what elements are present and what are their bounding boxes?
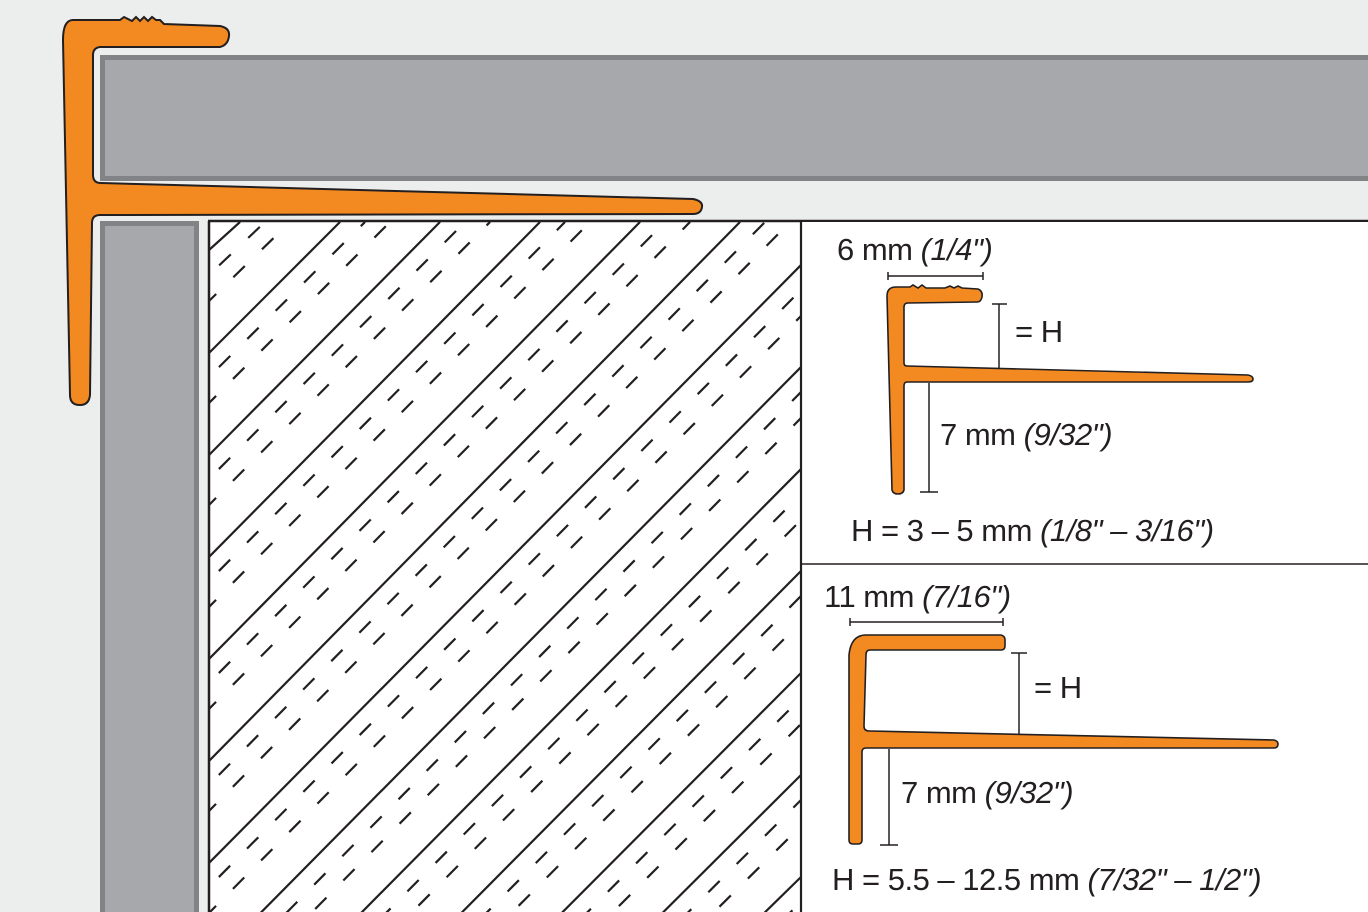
small-width-label: 6 mm (1/4") — [837, 232, 993, 267]
large-range-imperial: (7/32" – 1/2") — [1087, 862, 1262, 897]
vertical-tile — [100, 221, 199, 912]
large-width-label: 11 mm (7/16") — [824, 581, 1011, 612]
small-leg-imperial: (9/32") — [1023, 417, 1113, 452]
large-leg-imperial: (9/32") — [984, 775, 1074, 810]
profile-small-drawing — [886, 272, 1254, 495]
large-width-imperial: (7/16") — [922, 579, 1011, 614]
large-height-marker: = H — [1034, 670, 1082, 705]
horizontal-tile — [100, 55, 1368, 181]
hatched-substrate — [207, 219, 1368, 912]
large-range-label: H = 5.5 – 12.5 mm (7/32" – 1/2") — [832, 862, 1262, 897]
small-width-imperial: (1/4") — [920, 232, 993, 267]
large-leg-label: 7 mm (9/32") — [901, 775, 1074, 810]
small-range-metric: H = 3 – 5 mm — [851, 513, 1032, 548]
small-height-marker: = H — [1015, 314, 1063, 349]
profile-large-drawing — [848, 618, 1279, 846]
detail-panels — [802, 222, 1368, 912]
small-leg-label: 7 mm (9/32") — [940, 417, 1113, 452]
large-range-metric: H = 5.5 – 12.5 mm — [832, 862, 1080, 897]
small-range-imperial: (1/8" – 3/16") — [1040, 513, 1214, 548]
small-width-metric: 6 mm — [837, 232, 913, 267]
large-width-metric: 11 mm — [824, 579, 914, 614]
large-leg-metric: 7 mm — [901, 775, 977, 810]
small-leg-metric: 7 mm — [940, 417, 1016, 452]
main-profile — [61, 15, 704, 407]
small-range-label: H = 3 – 5 mm (1/8" – 3/16") — [851, 515, 1214, 546]
